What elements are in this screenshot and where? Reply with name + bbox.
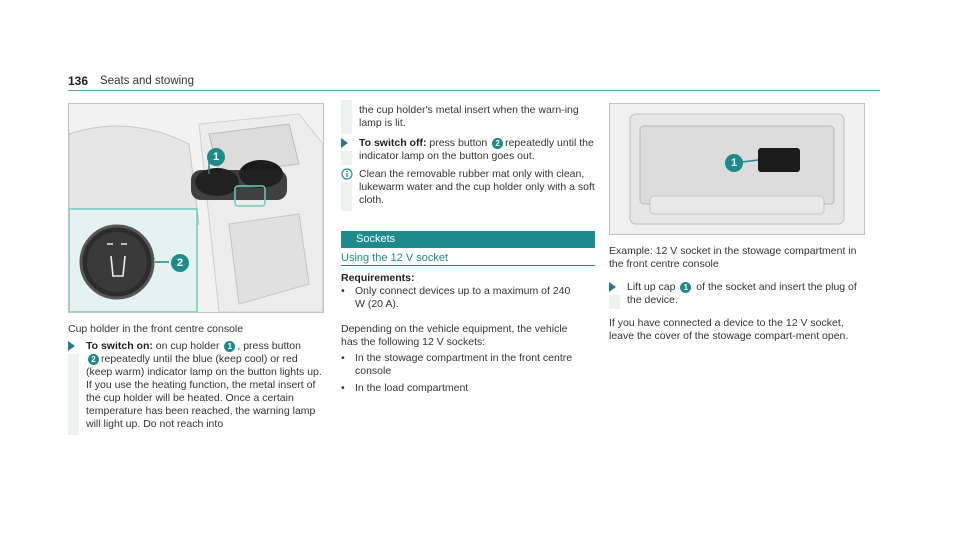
list-item: • In the load compartment: [341, 382, 583, 395]
switch-off-bar: [341, 151, 352, 165]
bullet-icon: •: [341, 382, 345, 394]
callout-ref-2: 2: [88, 353, 99, 365]
callout-2: 2: [171, 254, 189, 272]
note-text: Clean the removable rubber mat only with…: [359, 168, 595, 206]
requirement-item: • Only connect devices up to a maximum o…: [341, 285, 583, 311]
callout-ref-2b: 2: [492, 137, 504, 149]
socket-caption: Example: 12 V socket in the stowage comp…: [609, 245, 857, 270]
cup-holder-illustration: 1 2: [68, 103, 324, 313]
bullet-icon: •: [341, 285, 345, 297]
socket-callout-1: 1: [725, 154, 743, 172]
list-item-text: In the stowage compartment in the front …: [355, 352, 573, 377]
continued-paragraph: the cup holder's metal insert when the w…: [359, 104, 579, 129]
switch-off-text-2: repeatedly until the indicator lamp on t…: [359, 137, 594, 162]
step-bar: [68, 354, 79, 435]
sockets-section-title: Sockets: [341, 231, 595, 248]
lift-cap-arrow-icon: [609, 282, 616, 292]
switch-off-label: To switch off:: [359, 137, 427, 149]
socket-paragraph: If you have connected a device to the 12…: [609, 317, 849, 342]
note-bar: [341, 182, 352, 211]
page-section-title: Seats and stowing: [100, 75, 194, 87]
header-rule: [68, 90, 880, 91]
callout-ref-1: 1: [224, 340, 236, 352]
list-item: • In the stowage compartment in the fron…: [341, 352, 583, 378]
switch-on-text-4: If you use the heating function, the met…: [86, 379, 316, 430]
lift-cap-text-2: of the socket and insert the plug of the…: [627, 281, 857, 306]
subsection-title: Using the 12 V socket: [341, 252, 449, 264]
switch-off-text-1: press button: [426, 137, 491, 149]
switch-on-text-1: on cup holder: [152, 340, 223, 352]
list-item-text: In the load compartment: [355, 382, 469, 394]
cup-holder-drawing: [69, 104, 323, 312]
intro-paragraph: Depending on the vehicle equipment, the …: [341, 323, 568, 348]
switch-on-text-3: repeatedly until the blue (keep cool) or…: [86, 353, 322, 378]
step-arrow-icon: [68, 341, 75, 351]
lift-cap-step: Lift up cap 1 of the socket and insert t…: [609, 281, 867, 309]
lift-cap-text-1: Lift up cap: [627, 281, 679, 293]
callout-1: 1: [207, 148, 225, 166]
requirement-text: Only connect devices up to a maximum of …: [355, 285, 571, 310]
socket-illustration: 1: [609, 103, 865, 235]
switch-off-arrow-icon: [341, 138, 348, 148]
requirements: Requirements: • Only connect devices up …: [341, 272, 583, 311]
switch-on-step: To switch on: on cup holder 1, press but…: [68, 340, 322, 435]
note: Clean the removable rubber mat only with…: [341, 168, 601, 211]
bullet-icon: •: [341, 352, 345, 364]
requirements-label: Requirements:: [341, 272, 415, 284]
switch-on-label: To switch on:: [86, 340, 153, 352]
socket-list: • In the stowage compartment in the fron…: [341, 352, 583, 395]
continued-bar: [341, 100, 352, 134]
lift-cap-bar: [609, 295, 620, 309]
socket-callout-ref-1: 1: [680, 281, 692, 293]
info-icon: [341, 168, 353, 180]
cup-holder-caption: Cup holder in the front centre console: [68, 323, 244, 335]
page-number: 136: [68, 74, 89, 88]
subsection-rule: [341, 265, 595, 266]
continued-text: the cup holder's metal insert when the w…: [341, 100, 601, 134]
switch-on-text-2: , press button: [237, 340, 301, 352]
